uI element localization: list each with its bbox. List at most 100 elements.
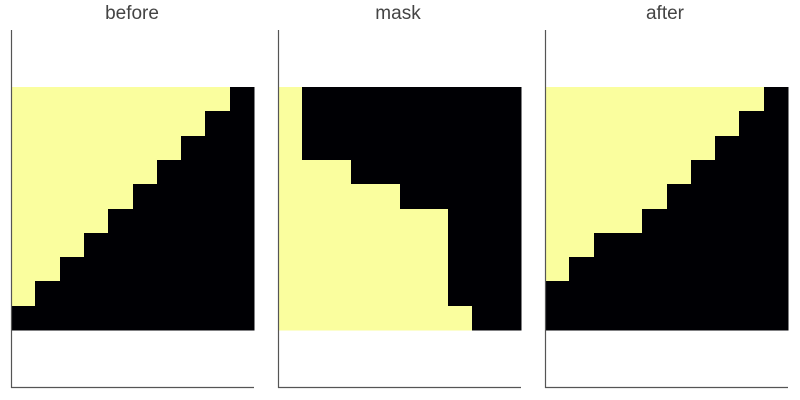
heatmap-cell-before-r0-c9 bbox=[230, 87, 255, 112]
heatmap-cell-after-r3-c0 bbox=[545, 160, 570, 185]
heatmap-cell-before-r8-c1 bbox=[35, 281, 61, 307]
heatmap-cell-after-r3-c6 bbox=[691, 160, 716, 185]
heatmap-cell-after-r6-c5 bbox=[667, 233, 692, 258]
heatmap-cell-after-r3-c7 bbox=[715, 160, 740, 185]
heatmap-cell-mask-r4-c9 bbox=[497, 184, 522, 210]
heatmap-cell-after-r4-c8 bbox=[739, 184, 765, 210]
heatmap-cell-mask-r8-c4 bbox=[375, 281, 401, 307]
heatmap-cell-mask-r8-c0 bbox=[278, 281, 303, 307]
heatmap-cell-mask-r0-c8 bbox=[472, 87, 498, 112]
panel-title-before: before bbox=[105, 3, 159, 24]
heatmap-cell-after-r1-c6 bbox=[691, 111, 716, 137]
heatmap-cell-after-r5-c0 bbox=[545, 209, 570, 234]
heatmap-cell-before-r3-c6 bbox=[157, 160, 182, 185]
heatmap-cell-mask-r0-c2 bbox=[327, 87, 352, 112]
heatmap-cell-before-r1-c8 bbox=[205, 111, 231, 137]
heatmap-cell-before-r2-c8 bbox=[205, 136, 231, 161]
heatmap-cell-after-r5-c9 bbox=[764, 209, 789, 234]
heatmap-cell-before-r4-c7 bbox=[181, 184, 206, 210]
heatmap-cell-mask-r3-c0 bbox=[278, 160, 303, 185]
heatmap-cell-after-r8-c9 bbox=[764, 281, 789, 307]
heatmap-cell-mask-r7-c8 bbox=[472, 257, 498, 282]
heatmap-cell-before-r8-c6 bbox=[157, 281, 182, 307]
heatmap-cell-after-r1-c0 bbox=[545, 111, 570, 137]
heatmap-cell-before-r9-c9 bbox=[230, 306, 255, 331]
heatmap-cell-mask-r0-c7 bbox=[448, 87, 473, 112]
heatmap-cell-mask-r2-c1 bbox=[302, 136, 328, 161]
panel-title-after: after bbox=[646, 3, 685, 24]
heatmap-cell-before-r9-c1 bbox=[35, 306, 61, 331]
heatmap-cell-mask-r5-c1 bbox=[302, 209, 328, 234]
heatmap-cell-after-r2-c7 bbox=[715, 136, 740, 161]
heatmap-cell-before-r5-c7 bbox=[181, 209, 206, 234]
heatmap-cell-after-r2-c4 bbox=[642, 136, 668, 161]
heatmap-cell-mask-r5-c6 bbox=[424, 209, 449, 234]
heatmap-before bbox=[11, 87, 255, 331]
heatmap-cell-mask-r7-c5 bbox=[400, 257, 425, 282]
heatmap-cell-after-r9-c4 bbox=[642, 306, 668, 331]
heatmap-cell-mask-r7-c2 bbox=[327, 257, 352, 282]
heatmap-cell-after-r3-c5 bbox=[667, 160, 692, 185]
heatmap-cell-mask-r1-c0 bbox=[278, 111, 303, 137]
heatmap-cell-after-r5-c6 bbox=[691, 209, 716, 234]
heatmap-cell-before-r2-c5 bbox=[133, 136, 158, 161]
heatmap-cell-after-r1-c8 bbox=[739, 111, 765, 137]
heatmap-cell-after-r0-c0 bbox=[545, 87, 570, 112]
heatmap-cell-before-r5-c8 bbox=[205, 209, 231, 234]
heatmap-cell-mask-r3-c8 bbox=[472, 160, 498, 185]
heatmap-cell-before-r1-c4 bbox=[108, 111, 134, 137]
heatmap-cell-before-r8-c0 bbox=[11, 281, 36, 307]
heatmap-cell-before-r3-c7 bbox=[181, 160, 206, 185]
heatmap-cell-after-r6-c7 bbox=[715, 233, 740, 258]
heatmap-cell-after-r1-c7 bbox=[715, 111, 740, 137]
heatmap-cell-mask-r0-c9 bbox=[497, 87, 522, 112]
heatmap-cell-after-r7-c7 bbox=[715, 257, 740, 282]
heatmap-cell-mask-r3-c3 bbox=[351, 160, 376, 185]
heatmap-cell-after-r8-c7 bbox=[715, 281, 740, 307]
heatmap-cell-mask-r3-c2 bbox=[327, 160, 352, 185]
heatmap-cell-after-r1-c4 bbox=[642, 111, 668, 137]
heatmap-cell-after-r0-c5 bbox=[667, 87, 692, 112]
heatmap-cell-before-r6-c7 bbox=[181, 233, 206, 258]
heatmap-cell-before-r9-c2 bbox=[60, 306, 85, 331]
heatmap-cell-before-r4-c0 bbox=[11, 184, 36, 210]
heatmap-cell-mask-r1-c9 bbox=[497, 111, 522, 137]
heatmap-cell-mask-r5-c9 bbox=[497, 209, 522, 234]
heatmap-cell-after-r0-c2 bbox=[594, 87, 619, 112]
heatmap-cell-before-r4-c8 bbox=[205, 184, 231, 210]
heatmap-cell-after-r3-c9 bbox=[764, 160, 789, 185]
heatmap-cell-before-r4-c6 bbox=[157, 184, 182, 210]
panel-mask: mask bbox=[277, 3, 522, 389]
heatmap-cell-after-r9-c2 bbox=[594, 306, 619, 331]
heatmap-cell-after-r9-c0 bbox=[545, 306, 570, 331]
heatmap-mask bbox=[278, 87, 522, 331]
heatmap-cell-after-r5-c1 bbox=[569, 209, 595, 234]
heatmap-cell-before-r1-c9 bbox=[230, 111, 255, 137]
heatmap-cell-mask-r6-c6 bbox=[424, 233, 449, 258]
heatmap-cell-mask-r2-c5 bbox=[400, 136, 425, 161]
heatmap-cell-before-r6-c6 bbox=[157, 233, 182, 258]
heatmap-cell-mask-r8-c8 bbox=[472, 281, 498, 307]
heatmap-cell-before-r6-c0 bbox=[11, 233, 36, 258]
heatmap-cell-after-r0-c3 bbox=[618, 87, 643, 112]
heatmap-cell-mask-r6-c8 bbox=[472, 233, 498, 258]
heatmap-cell-after-r7-c2 bbox=[594, 257, 619, 282]
heatmap-cell-mask-r5-c0 bbox=[278, 209, 303, 234]
heatmap-cell-before-r0-c7 bbox=[181, 87, 206, 112]
heatmap-cell-after-r7-c3 bbox=[618, 257, 643, 282]
heatmap-cell-mask-r0-c1 bbox=[302, 87, 328, 112]
heatmap-cell-mask-r7-c7 bbox=[448, 257, 473, 282]
heatmap-cell-mask-r3-c7 bbox=[448, 160, 473, 185]
heatmap-cell-before-r2-c7 bbox=[181, 136, 206, 161]
heatmap-cell-after-r6-c0 bbox=[545, 233, 570, 258]
heatmap-cell-mask-r0-c4 bbox=[375, 87, 401, 112]
heatmap-cell-after-r7-c4 bbox=[642, 257, 668, 282]
heatmap-cell-before-r7-c5 bbox=[133, 257, 158, 282]
heatmap-cell-before-r2-c6 bbox=[157, 136, 182, 161]
heatmap-cell-after-r2-c2 bbox=[594, 136, 619, 161]
heatmap-cell-before-r2-c0 bbox=[11, 136, 36, 161]
heatmap-cell-before-r2-c2 bbox=[60, 136, 85, 161]
heatmap-cell-mask-r7-c1 bbox=[302, 257, 328, 282]
heatmap-cell-mask-r9-c9 bbox=[497, 306, 522, 331]
